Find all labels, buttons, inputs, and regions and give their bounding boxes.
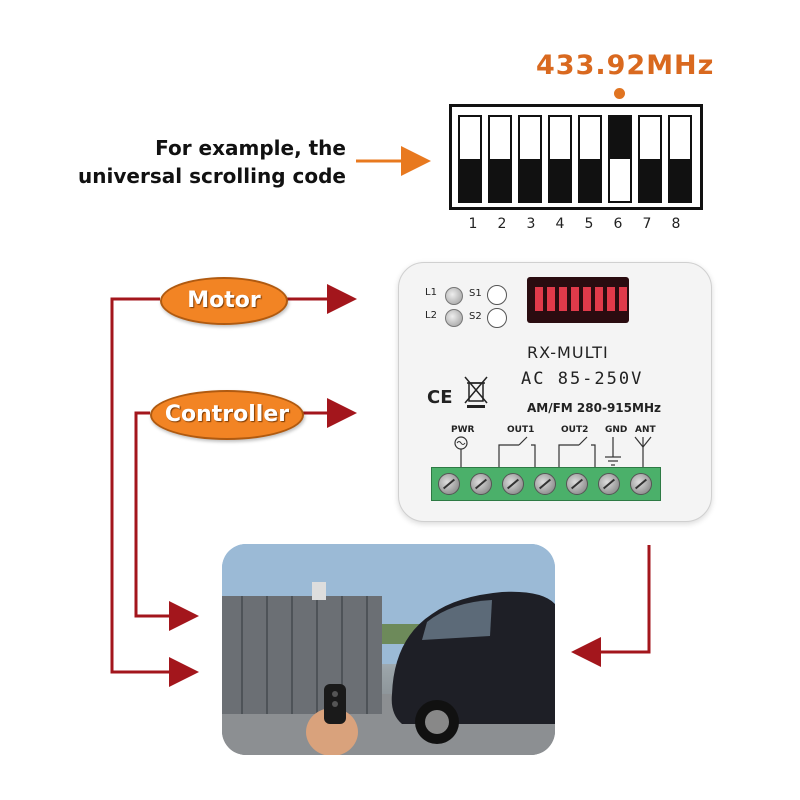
dip-switch-number: 7 bbox=[642, 216, 652, 232]
ce-mark: CE bbox=[427, 387, 453, 408]
led-2 bbox=[445, 309, 463, 327]
dip-switch-number: 1 bbox=[468, 216, 478, 232]
dip-switch-2 bbox=[488, 115, 512, 203]
terminal-screw bbox=[470, 473, 492, 495]
motor-label: Motor bbox=[160, 277, 288, 325]
s2-label: S2 bbox=[469, 311, 482, 322]
dip-switch-4 bbox=[548, 115, 572, 203]
terminal-label-gnd: GND bbox=[605, 425, 628, 435]
s1-button[interactable] bbox=[487, 285, 507, 305]
dip-switch-number: 3 bbox=[526, 216, 536, 232]
onboard-dip-lever[interactable] bbox=[559, 287, 567, 311]
l1-label: L1 bbox=[425, 287, 437, 298]
receiver-device: L1 L2 S1 S2 RX-MULTI AC 85-250V CE AM/FM… bbox=[398, 262, 712, 522]
terminal-block bbox=[431, 467, 661, 501]
onboard-dip-lever[interactable] bbox=[535, 287, 543, 311]
onboard-dip-lever[interactable] bbox=[547, 287, 555, 311]
onboard-dip-lever[interactable] bbox=[571, 287, 579, 311]
controller-label: Controller bbox=[150, 390, 304, 440]
dip-switch-5 bbox=[578, 115, 602, 203]
onboard-dip-lever[interactable] bbox=[607, 287, 615, 311]
caption-line-2: universal scrolling code bbox=[78, 164, 346, 188]
dip-switch-number: 6 bbox=[613, 216, 623, 232]
dip-switch-knob bbox=[580, 159, 600, 201]
dip-switch-number: 8 bbox=[671, 216, 681, 232]
terminal-screw bbox=[534, 473, 556, 495]
motor-line-left bbox=[110, 297, 199, 687]
weee-bin-icon bbox=[464, 376, 488, 408]
frequency-label: 433.92MHz bbox=[536, 50, 715, 81]
dip-switch-number: 2 bbox=[497, 216, 507, 232]
dip-switch-knob bbox=[670, 159, 690, 201]
controller-line-left bbox=[134, 411, 199, 631]
dip-switch-number: 5 bbox=[584, 216, 594, 232]
dip-switch-3 bbox=[518, 115, 542, 203]
s1-label: S1 bbox=[469, 288, 482, 299]
onboard-dip-lever[interactable] bbox=[595, 287, 603, 311]
frequency-marker-dot bbox=[614, 88, 625, 99]
dip-switch-knob bbox=[490, 159, 510, 201]
terminal-screw bbox=[630, 473, 652, 495]
terminal-symbols bbox=[454, 436, 652, 467]
model-label: RX-MULTI bbox=[527, 343, 609, 362]
terminal-screw bbox=[566, 473, 588, 495]
antenna-line bbox=[571, 545, 651, 667]
terminal-label-pwr: PWR bbox=[451, 425, 475, 435]
gate-car-illustration bbox=[222, 544, 555, 755]
dip-switch-6 bbox=[608, 115, 632, 203]
frequency-range-label: AM/FM 280-915MHz bbox=[527, 401, 661, 415]
l2-label: L2 bbox=[425, 310, 437, 321]
caption: For example, the universal scrolling cod… bbox=[60, 134, 346, 190]
onboard-dip-switch[interactable] bbox=[527, 277, 629, 323]
led-1 bbox=[445, 287, 463, 305]
dip-switch-knob bbox=[640, 159, 660, 201]
onboard-dip-lever[interactable] bbox=[619, 287, 627, 311]
dip-switch-knob bbox=[520, 159, 540, 201]
caption-line-1: For example, the bbox=[155, 136, 346, 160]
onboard-dip-lever[interactable] bbox=[583, 287, 591, 311]
gate-car-photo bbox=[222, 544, 555, 755]
dip-switch-diagram bbox=[449, 104, 703, 210]
terminal-label-ant: ANT bbox=[635, 425, 656, 435]
terminal-label-out2: OUT2 bbox=[561, 425, 589, 435]
dip-switch-knob bbox=[550, 159, 570, 201]
s2-button[interactable] bbox=[487, 308, 507, 328]
dip-switch-knob bbox=[610, 117, 630, 159]
terminal-screw bbox=[438, 473, 460, 495]
dip-switch-number: 4 bbox=[555, 216, 565, 232]
dip-switch-1 bbox=[458, 115, 482, 203]
dip-switch-8 bbox=[668, 115, 692, 203]
dip-switch-knob bbox=[460, 159, 480, 201]
terminal-label-out1: OUT1 bbox=[507, 425, 535, 435]
dip-switch-7 bbox=[638, 115, 662, 203]
voltage-label: AC 85-250V bbox=[521, 369, 644, 389]
terminal-screw bbox=[502, 473, 524, 495]
terminal-screw bbox=[598, 473, 620, 495]
